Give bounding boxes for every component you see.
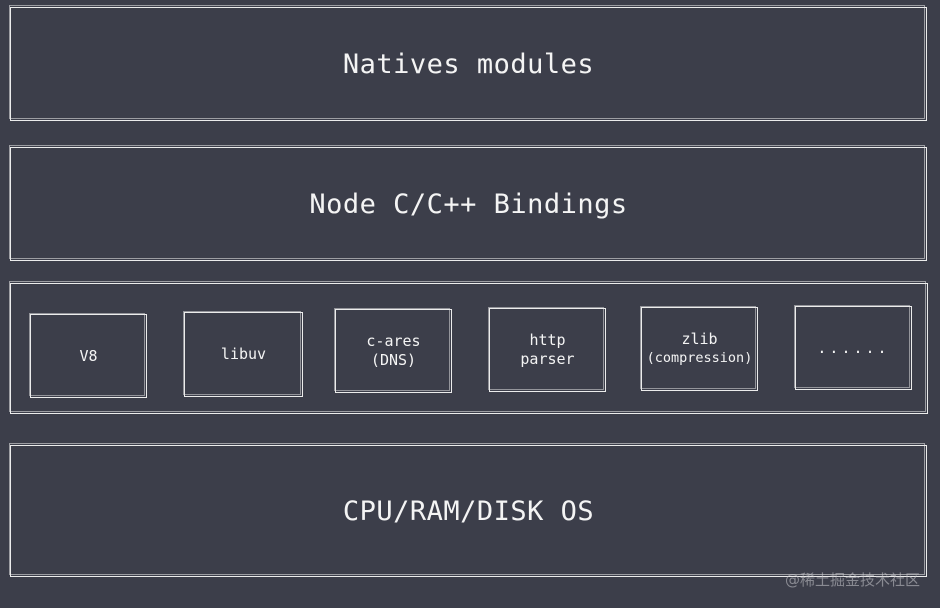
natives-modules-layer: Natives modules	[9, 5, 927, 121]
dependencies-layer: V8 libuv c-ares (DNS) http parser zlib (…	[9, 281, 928, 414]
dep-libuv: libuv	[183, 311, 303, 397]
dep-c-ares: c-ares (DNS)	[334, 308, 452, 393]
dep-http-sublabel: parser	[520, 350, 575, 368]
bindings-label: Node C/C++ Bindings	[309, 188, 628, 220]
dep-v8-label: V8	[79, 346, 98, 365]
dep-http-label: http	[529, 331, 566, 349]
dep-zlib: zlib (compression)	[640, 306, 758, 391]
dep-more: ......	[794, 305, 912, 390]
dep-c-ares-sublabel: (DNS)	[370, 351, 417, 369]
dep-more-label: ......	[817, 338, 890, 357]
dep-http-parser: http parser	[488, 307, 606, 392]
watermark: @稀土掘金技术社区	[784, 571, 920, 589]
os-layer: CPU/RAM/DISK OS	[9, 443, 927, 577]
os-label: CPU/RAM/DISK OS	[342, 495, 595, 527]
bindings-layer: Node C/C++ Bindings	[9, 145, 927, 261]
dep-v8: V8	[29, 313, 147, 398]
dep-c-ares-label: c-ares	[366, 332, 421, 350]
dep-zlib-sublabel: (compression)	[646, 350, 753, 366]
natives-modules-label: Natives modules	[342, 48, 595, 80]
dep-libuv-label: libuv	[220, 345, 267, 363]
dep-zlib-label: zlib	[681, 330, 718, 348]
